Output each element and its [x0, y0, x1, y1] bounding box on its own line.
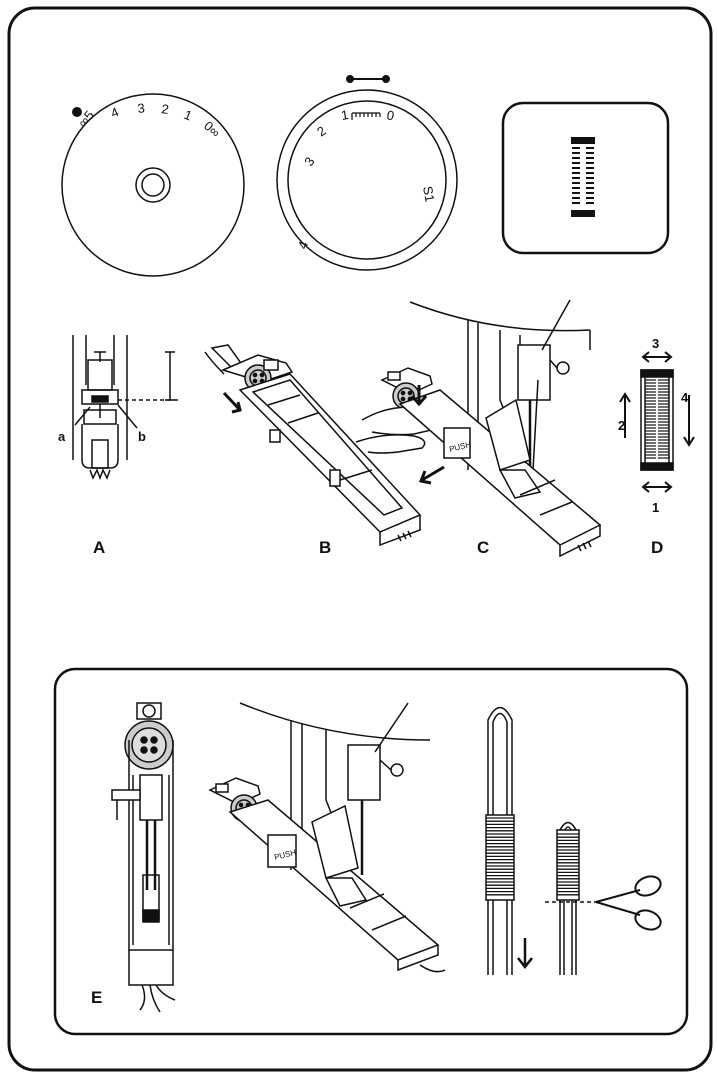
label-b: b — [138, 429, 146, 444]
figure-e-foot-on-machine — [208, 702, 446, 973]
step-3-label: 3 — [652, 336, 659, 351]
figure-a-presser-foot-front — [72, 335, 178, 481]
dial-indicator-dot — [72, 107, 82, 117]
figure-label-e: E — [91, 988, 102, 1007]
figure-e-foot-top-view — [111, 702, 176, 1013]
pattern-mark: S1 — [420, 185, 438, 203]
figure-label-b: B — [319, 538, 331, 557]
pattern-mark: 0 — [385, 107, 395, 123]
dial-mark: 3 — [137, 100, 146, 116]
stitch-length-dial: ∞5 4 3 2 1 0∞ — [61, 93, 245, 277]
pattern-dial: 4 3 2 1 0 S1 — [276, 75, 458, 271]
arrow-b — [222, 391, 242, 414]
figure-d-buttonhole-sequence — [619, 351, 695, 493]
corded-buttonhole — [485, 706, 533, 975]
label-a: a — [58, 429, 66, 444]
arrow-c-down — [410, 385, 428, 407]
pattern-mark: 4 — [295, 239, 312, 251]
trimmed-buttonhole — [545, 821, 600, 975]
dial-hub-inner — [141, 173, 165, 197]
pattern-dial-inner — [287, 100, 447, 260]
figure-label-a: A — [93, 538, 105, 557]
figure-label-d: D — [651, 538, 663, 557]
dial-hub-outer — [135, 167, 171, 203]
outer-frame — [7, 6, 713, 1072]
arrow-c-push — [418, 465, 445, 485]
step-2-label: 2 — [618, 418, 625, 433]
figure-b-button-in-holder — [204, 344, 422, 547]
pattern-dial-outer — [276, 89, 458, 271]
buttonhole-symbol-window — [501, 101, 670, 255]
dial-mark: 2 — [161, 101, 170, 117]
step-1-label: 1 — [652, 500, 659, 515]
figure-label-c: C — [477, 538, 489, 557]
panel-e-frame — [53, 667, 689, 1036]
step-4-label: 4 — [681, 390, 689, 405]
scissors-icon — [595, 875, 662, 931]
pattern-mark: 1 — [340, 107, 350, 123]
dial-body — [61, 93, 245, 277]
